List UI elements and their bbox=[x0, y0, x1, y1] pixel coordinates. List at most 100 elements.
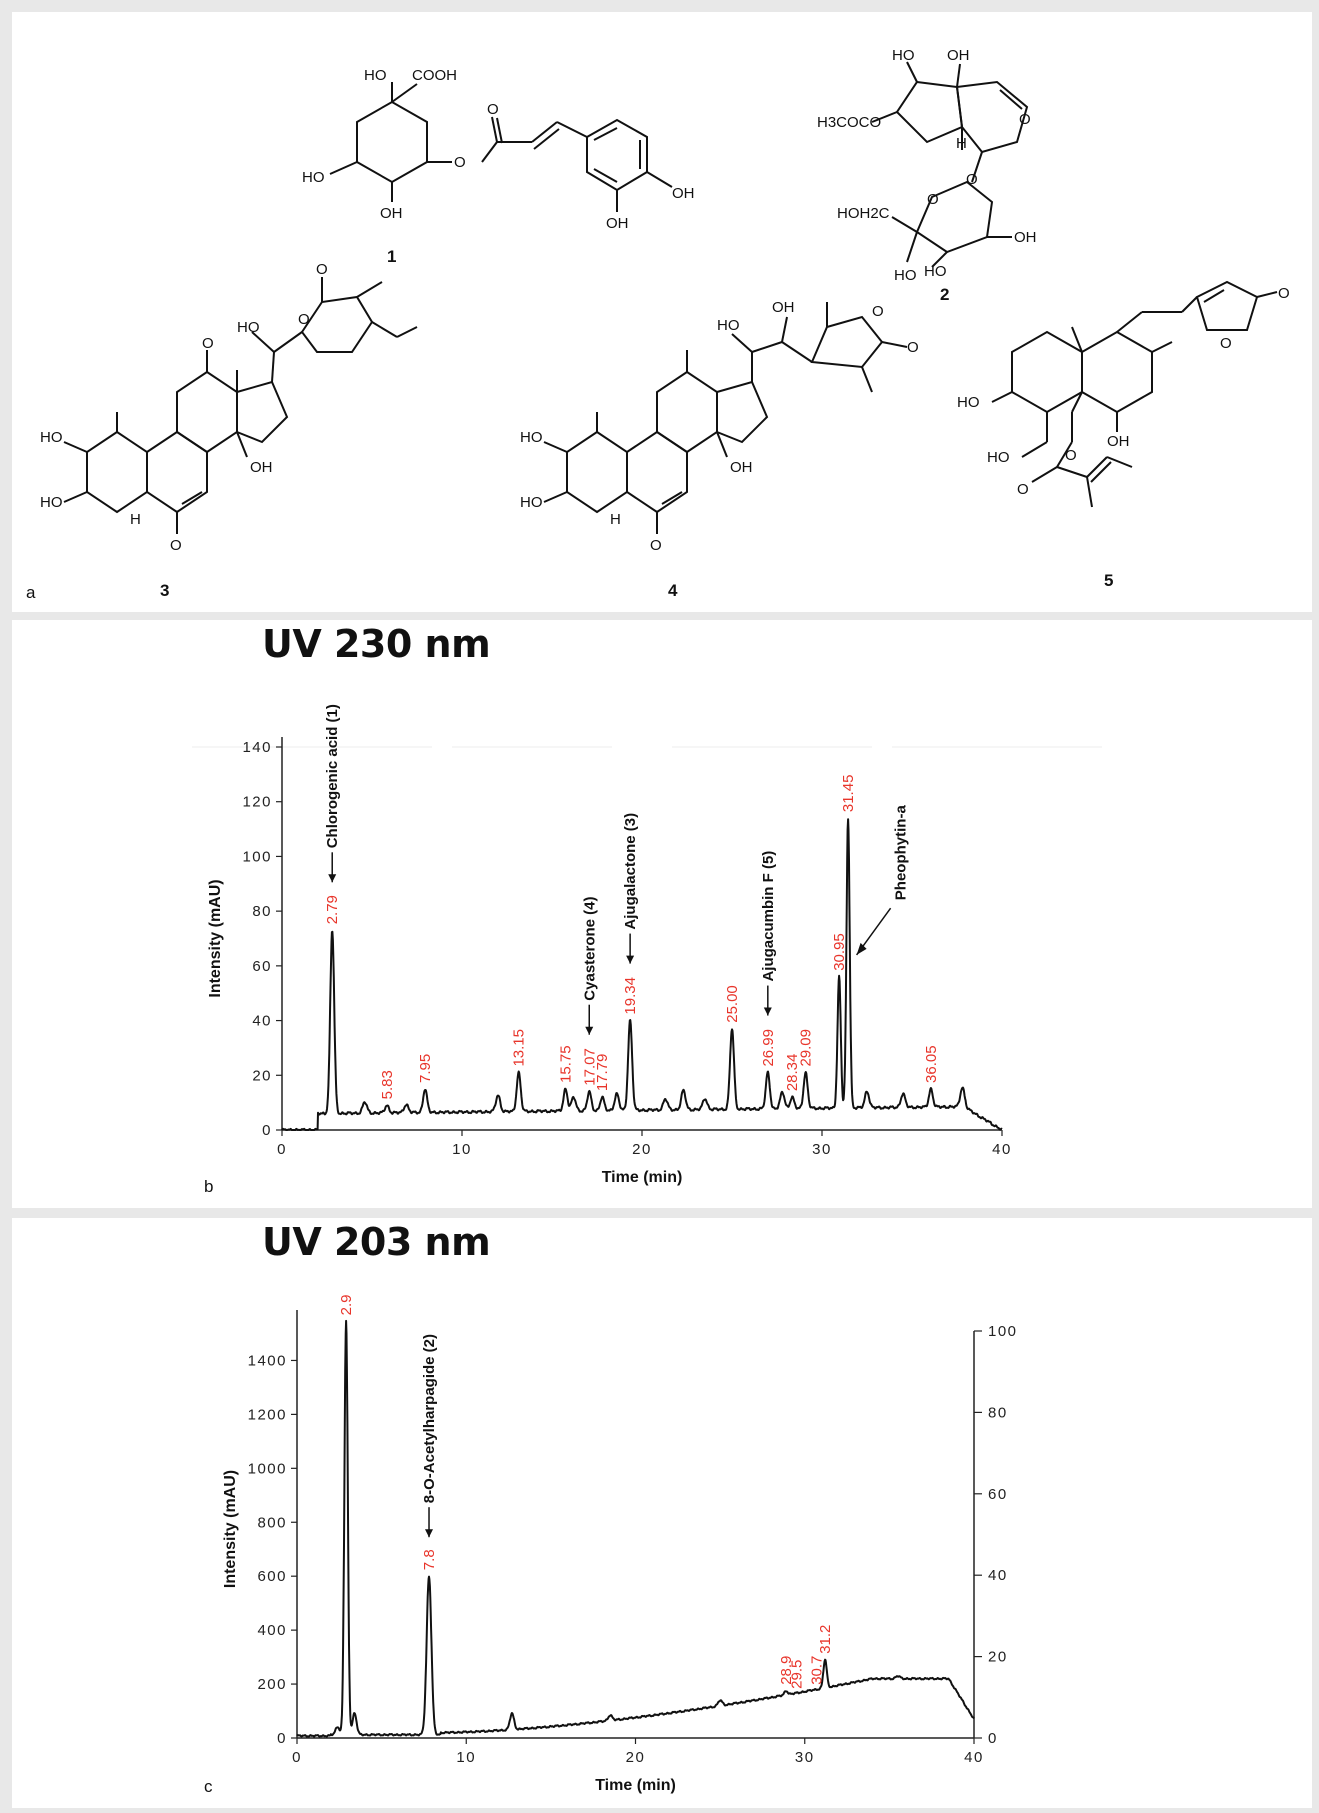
y-tick-label: 0 bbox=[262, 1122, 272, 1139]
peak-rt-label: 36.05 bbox=[923, 1045, 940, 1083]
atom-label: OH bbox=[380, 205, 403, 222]
atom-label: H bbox=[956, 135, 967, 152]
atom-label: O bbox=[872, 303, 884, 320]
uv-230-title: UV 230 nm bbox=[262, 622, 491, 666]
peak-rt-label: 28.34 bbox=[784, 1054, 801, 1092]
x-axis-label: Time (min) bbox=[595, 1777, 676, 1794]
peak-rt-label: 17.07 bbox=[581, 1048, 598, 1086]
x-tick-label: 10 bbox=[456, 1749, 476, 1766]
atom-label: OH bbox=[672, 185, 695, 202]
atom-label: OH bbox=[947, 47, 970, 64]
peak-rt-label: 26.99 bbox=[760, 1029, 777, 1067]
atom-label: H bbox=[610, 511, 621, 528]
compound-number-5: 5 bbox=[1104, 571, 1113, 590]
peak-rt-label: 2.79 bbox=[324, 895, 341, 924]
compound-annotation: Chlorogenic acid (1) bbox=[324, 704, 341, 848]
atom-label: COOH bbox=[412, 67, 457, 84]
compound-2-structure: HO OH H3COCO H O O HOH2C O OH HO HO 2 bbox=[817, 47, 1037, 304]
compound-annotation: Pheophytin-a bbox=[893, 805, 910, 901]
y-tick-label: 20 bbox=[252, 1067, 272, 1084]
peak-rt-label: 7.95 bbox=[417, 1054, 434, 1083]
atom-label: O bbox=[487, 101, 499, 118]
atom-label: HO bbox=[302, 169, 325, 186]
peak-rt-label: 29.5 bbox=[788, 1660, 805, 1689]
y-tick-label: 40 bbox=[252, 1013, 272, 1030]
peak-rt-label: 15.75 bbox=[558, 1045, 575, 1083]
chromatogram-trace bbox=[281, 818, 1003, 1131]
x-tick-label: 40 bbox=[964, 1749, 984, 1766]
y-tick-label: 1200 bbox=[248, 1406, 287, 1423]
y2-tick-label: 0 bbox=[988, 1730, 998, 1747]
y-tick-label: 600 bbox=[257, 1568, 287, 1585]
compound-annotation: Cyasterone (4) bbox=[581, 896, 598, 1000]
atom-label: O bbox=[170, 537, 182, 554]
compound-number-4: 4 bbox=[668, 581, 678, 600]
atom-label: OH bbox=[250, 459, 273, 476]
atom-label: O bbox=[907, 339, 919, 356]
y2-tick-label: 20 bbox=[988, 1649, 1008, 1666]
atom-label: HO bbox=[40, 429, 63, 446]
x-tick-label: 20 bbox=[632, 1141, 652, 1158]
compound-3-structure: O O HO O HO HO H OH O 3 bbox=[40, 261, 418, 600]
peak-rt-label: 30.95 bbox=[831, 933, 848, 971]
x-tick-label: 40 bbox=[992, 1141, 1012, 1158]
uv-203-title: UV 203 nm bbox=[262, 1220, 491, 1264]
annotation-arrowhead bbox=[856, 942, 867, 955]
y-tick-label: 0 bbox=[277, 1730, 287, 1747]
compound-1-structure: HO COOH HO OH O O OH OH 1 bbox=[302, 67, 695, 266]
atom-label: O bbox=[966, 171, 978, 188]
atom-label: O bbox=[1220, 335, 1232, 352]
annotation-arrowhead bbox=[425, 1529, 434, 1538]
atom-label: O bbox=[927, 191, 939, 208]
y-tick-label: 800 bbox=[257, 1514, 287, 1531]
y2-tick-label: 100 bbox=[988, 1323, 1018, 1340]
atom-label: HO bbox=[237, 319, 260, 336]
atom-label: HOH2C bbox=[837, 205, 890, 222]
peak-rt-label: 25.00 bbox=[724, 985, 741, 1023]
y-axis-label: Intensity (mAU) bbox=[222, 1470, 239, 1588]
atom-label: O bbox=[650, 537, 662, 554]
atom-label: OH bbox=[730, 459, 753, 476]
atom-label: H bbox=[130, 511, 141, 528]
atom-label: O bbox=[1278, 285, 1290, 302]
compound-number-2: 2 bbox=[940, 285, 949, 304]
compound-5-structure: O O HO HO OH O O 5 bbox=[957, 280, 1290, 590]
y-axis-label: Intensity (mAU) bbox=[207, 879, 224, 997]
panel-label-a: a bbox=[26, 583, 36, 602]
y-tick-label: 1400 bbox=[248, 1352, 287, 1369]
peak-rt-label: 2.9 bbox=[338, 1294, 355, 1315]
atom-label: HO bbox=[717, 317, 740, 334]
peak-rt-label: 19.34 bbox=[622, 977, 639, 1015]
x-tick-label: 10 bbox=[452, 1141, 472, 1158]
compound-4-structure: HO OH O O HO HO H OH O 4 bbox=[520, 299, 919, 600]
peak-rt-label: 7.8 bbox=[421, 1549, 438, 1570]
structures-panel: HO COOH HO OH O O OH OH 1 HO OH bbox=[12, 12, 1312, 612]
atom-label: O bbox=[298, 311, 310, 328]
y-tick-label: 400 bbox=[257, 1622, 287, 1639]
atom-label: HO bbox=[364, 67, 387, 84]
x-tick-label: 0 bbox=[277, 1141, 287, 1158]
panel-label: b bbox=[204, 1177, 213, 1196]
atom-label: HO bbox=[892, 47, 915, 64]
compound-number-1: 1 bbox=[387, 247, 396, 266]
compound-annotation: Ajugacumbin F (5) bbox=[760, 851, 777, 982]
peak-rt-label: 13.15 bbox=[511, 1029, 528, 1067]
y2-tick-label: 60 bbox=[988, 1486, 1008, 1503]
atom-label: O bbox=[1017, 481, 1029, 498]
peak-rt-label: 5.83 bbox=[379, 1070, 396, 1099]
annotation-arrowhead bbox=[626, 955, 635, 964]
atom-label: O bbox=[1019, 111, 1031, 128]
atom-label: O bbox=[202, 335, 214, 352]
peak-rt-label: 31.2 bbox=[817, 1625, 834, 1654]
y-tick-label: 200 bbox=[257, 1676, 287, 1693]
y-tick-label: 60 bbox=[252, 958, 272, 975]
y-tick-label: 140 bbox=[242, 739, 272, 756]
compound-annotation: Ajugalactone (3) bbox=[622, 813, 639, 930]
structures-drawing: HO COOH HO OH O O OH OH 1 HO OH bbox=[26, 47, 1290, 602]
compound-number-3: 3 bbox=[160, 581, 169, 600]
atom-label: HO bbox=[520, 494, 543, 511]
peak-rt-label: 30.7 bbox=[809, 1656, 826, 1685]
